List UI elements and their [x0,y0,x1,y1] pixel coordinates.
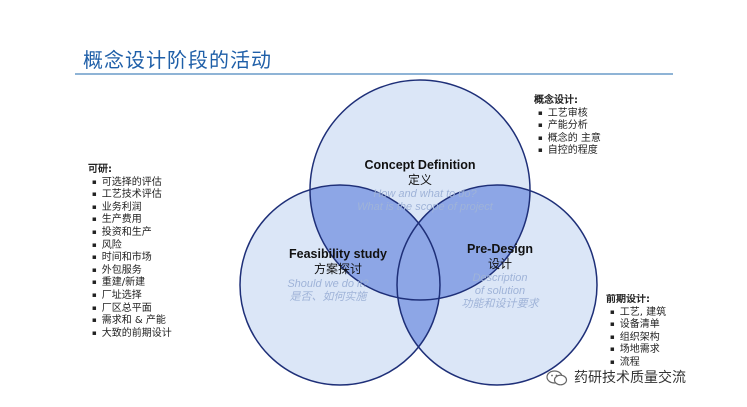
list-item: 大致的前期设计 [88,328,172,341]
list-item: 重建/新建 [88,277,172,290]
feasibility-title: Feasibility study [289,247,387,261]
source-name: 药研技术质量交流 [574,370,686,386]
predesign-subtitle: 设计 [488,257,512,271]
list-item: 投资和生产 [88,227,172,240]
list-item: 厂址选择 [88,290,172,303]
predesign-title: Pre-Design [467,242,533,256]
predesign-list-heading: 前期设计: [606,294,650,305]
list-item: 场地需求 [606,344,676,357]
list-item: 业务利润 [88,202,172,215]
list-item: 产能分析 [534,120,601,133]
source-watermark: 药研技术质量交流 [546,367,686,387]
list-item: 生产费用 [88,214,172,227]
list-item: 工艺技术评估 [88,189,172,202]
list-item: 风险 [88,240,172,253]
list-item: 厂区总平面 [88,303,172,316]
concept-faded-line2: What is the scope of project [357,201,494,213]
list-item: 外包服务 [88,265,172,278]
feasibility-subtitle: 方案探讨 [314,261,362,276]
page-title: 概念设计阶段的活动 [83,48,272,72]
feasibility-activities-list: 可研: 可选择的评估 工艺技术评估 业务利润 生产费用 投资和生产 风险 时间和… [88,164,172,340]
list-item: 流程 [606,357,676,370]
feasibility-faded-line2: 是否、如何实施 [290,290,369,303]
predesign-faded-line2: of solution [475,285,525,297]
title-divider [75,73,673,75]
list-item: 组织架构 [606,332,676,345]
concept-subtitle: 定义 [408,172,432,187]
concept-faded-line1: How and what to do? [373,188,477,200]
concept-title: Concept Definition [364,158,475,172]
wechat-icon [546,370,568,386]
list-item: 概念的 主意 [534,133,601,146]
list-item: 自控的程度 [534,145,601,158]
list-item: 工艺, 建筑 [606,307,676,320]
feasibility-list-heading: 可研: [88,164,112,175]
list-item: 需求和 & 产能 [88,315,172,328]
list-item: 设备清单 [606,319,676,332]
list-item: 工艺审核 [534,108,601,121]
predesign-faded-line3: 功能和设计要求 [462,297,541,310]
predesign-faded-line1: Description [472,272,527,284]
predesign-activities-list: 前期设计: 工艺, 建筑 设备清单 组织架构 场地需求 流程 [606,294,676,370]
list-item: 可选择的评估 [88,177,172,190]
concept-list-heading: 概念设计: [534,95,578,106]
list-item: 时间和市场 [88,252,172,265]
concept-activities-list: 概念设计: 工艺审核 产能分析 概念的 主意 自控的程度 [534,95,601,158]
feasibility-faded-line1: Should we do it? [287,278,369,290]
